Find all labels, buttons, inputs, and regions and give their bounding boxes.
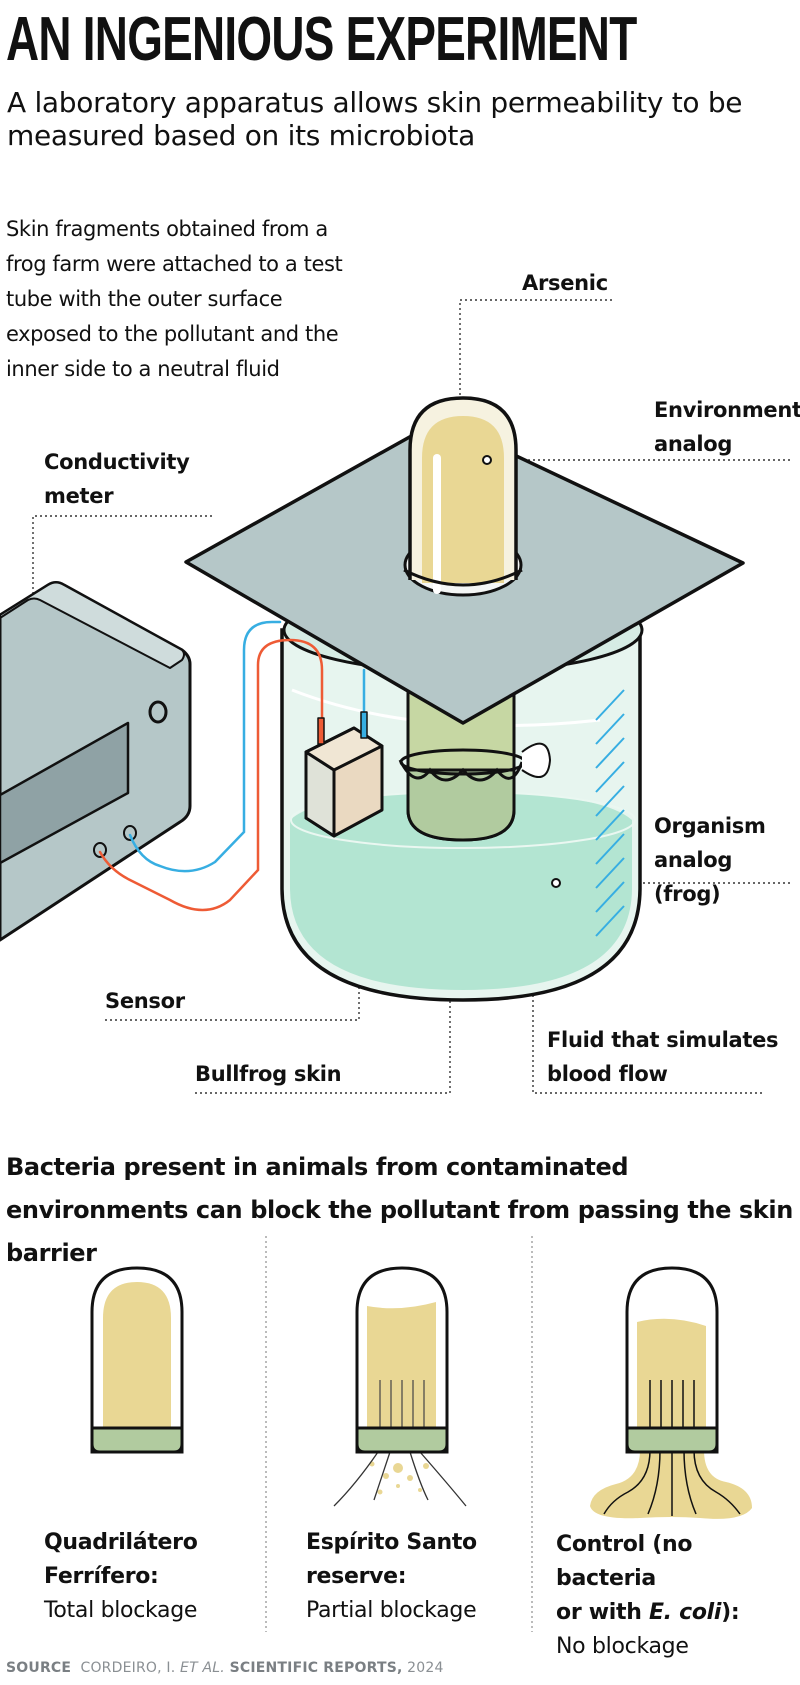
source-year: 2024: [407, 1660, 444, 1676]
conductivity-meter: [0, 581, 192, 942]
case-3-title-em: E. coli: [648, 1600, 722, 1625]
tube-partial-blockage: [333, 1266, 467, 1507]
case-1-result: Total blockage: [44, 1598, 198, 1623]
source-journal: SCIENTIFIC REPORTS,: [229, 1660, 403, 1676]
label-organism-analog: Organism analog (frog): [654, 814, 766, 906]
source-credit: SOURCE CORDEIRO, I. ET AL. SCIENTIFIC RE…: [6, 1660, 444, 1676]
apparatus-intro: Skin fragments obtained from a frog farm…: [6, 217, 343, 381]
case-3-result: No blockage: [556, 1634, 689, 1659]
case-partial-blockage: Espírito Santo reserve: Partial blockage: [306, 1526, 530, 1628]
case-1-title-line1: Quadrilátero: [44, 1530, 198, 1555]
case-3-title-line1: Control (no bacteria: [556, 1532, 693, 1591]
column-dividers: [265, 1236, 533, 1632]
source-label: SOURCE: [6, 1660, 72, 1676]
case-3-title-pre: or with: [556, 1600, 649, 1625]
tube-total-blockage: [90, 1266, 184, 1454]
case-3-title-post: ):: [721, 1600, 740, 1625]
results-heading: Bacteria present in animals from contami…: [6, 1153, 793, 1267]
case-no-blockage: Control (no bacteria or with E. coli): N…: [556, 1528, 796, 1664]
page-subtitle: A laboratory apparatus allows skin perme…: [7, 86, 743, 152]
apparatus-illustration: [0, 299, 790, 1094]
case-3-title-line2: or with E. coli):: [556, 1596, 796, 1630]
case-2-title-line2: reserve:: [306, 1564, 407, 1589]
source-etal: ET AL.: [180, 1660, 225, 1676]
label-environment-analog: Environment analog: [654, 398, 800, 456]
tube-no-blockage: [590, 1266, 752, 1519]
page-title: AN INGENIOUS EXPERIMENT: [6, 5, 637, 74]
leader-dots: [482, 455, 561, 888]
case-1-title-line2: Ferrífero:: [44, 1564, 159, 1589]
case-total-blockage: Quadrilátero Ferrífero: Total blockage: [44, 1526, 264, 1628]
case-2-result: Partial blockage: [306, 1598, 477, 1623]
label-fluid: Fluid that simulates blood flow: [547, 1028, 779, 1086]
sensor: [304, 711, 384, 838]
label-bullfrog-skin: Bullfrog skin: [195, 1062, 342, 1086]
label-sensor: Sensor: [105, 989, 185, 1013]
source-authors: CORDEIRO, I.: [80, 1660, 176, 1676]
label-conductivity-meter: Conductivity meter: [44, 450, 190, 508]
case-2-title-line1: Espírito Santo: [306, 1530, 477, 1555]
label-arsenic: Arsenic: [522, 271, 608, 295]
